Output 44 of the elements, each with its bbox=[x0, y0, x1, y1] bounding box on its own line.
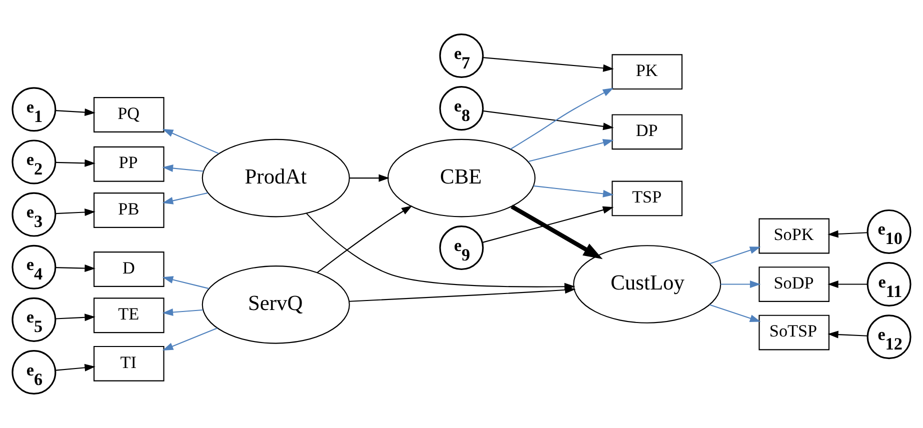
arrow bbox=[510, 204, 603, 260]
node-box: PQ bbox=[94, 97, 164, 132]
arrow bbox=[162, 276, 210, 290]
node-box: DP bbox=[612, 114, 683, 150]
arrow bbox=[533, 185, 614, 198]
arrow bbox=[56, 208, 96, 216]
arrow bbox=[162, 128, 219, 154]
node-box: PK bbox=[612, 54, 683, 90]
arrow bbox=[828, 330, 868, 338]
arrow bbox=[56, 364, 96, 372]
arrow bbox=[162, 192, 208, 204]
node-ellipse: ProdAt bbox=[202, 138, 350, 218]
arrow bbox=[482, 206, 614, 243]
node-box: TE bbox=[94, 298, 164, 334]
arrow bbox=[528, 139, 614, 162]
arrow bbox=[162, 164, 204, 172]
arrow bbox=[349, 174, 390, 182]
node-ellipse: CBE bbox=[387, 138, 536, 218]
arrow bbox=[720, 280, 761, 288]
arrow bbox=[316, 206, 412, 273]
arrow bbox=[56, 264, 96, 272]
node-ellipse: CustLoy bbox=[573, 245, 722, 324]
node-box: TI bbox=[94, 346, 164, 382]
arrow bbox=[828, 280, 868, 288]
arrow bbox=[349, 286, 576, 302]
arrow bbox=[482, 110, 614, 130]
arrow bbox=[482, 57, 614, 72]
arrow bbox=[162, 308, 203, 316]
node-box: PB bbox=[94, 192, 164, 228]
arrow bbox=[56, 314, 96, 322]
arrow bbox=[56, 159, 96, 167]
arrow bbox=[162, 328, 218, 350]
node-box: SoDP bbox=[758, 266, 830, 302]
node-box: TSP bbox=[612, 180, 683, 216]
node-box: D bbox=[94, 252, 164, 287]
arrow bbox=[510, 88, 614, 150]
node-box: PP bbox=[94, 146, 164, 182]
node-box: SoPK bbox=[758, 218, 830, 254]
arrow bbox=[709, 246, 761, 264]
arrow bbox=[828, 230, 868, 238]
arrow bbox=[709, 304, 761, 322]
node-box: SoTSP bbox=[758, 314, 830, 350]
arrow bbox=[56, 108, 96, 116]
node-ellipse: ServQ bbox=[202, 266, 350, 344]
